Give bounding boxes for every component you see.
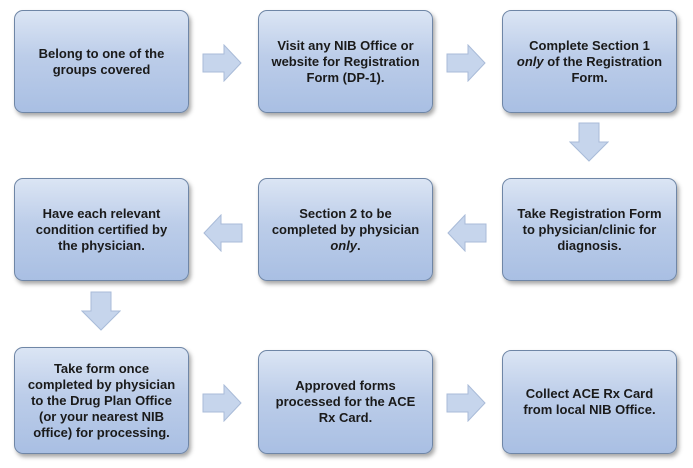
step-4-text: Take Registration Form to physician/clin… [517, 205, 662, 253]
step-8-text: Approved forms processed for the ACE Rx … [275, 378, 416, 425]
step-3-box: Complete Section 1 only of the Registrat… [502, 10, 677, 113]
arrow-left-icon [447, 214, 487, 252]
step-8-box: Approved forms processed for the ACE Rx … [258, 350, 433, 454]
step-2-box: Visit any NIB Office or website for Regi… [258, 10, 433, 113]
arrow-right-icon [446, 384, 486, 422]
arrow-right-icon [202, 44, 242, 82]
step-4-box: Take Registration Form to physician/clin… [502, 178, 677, 281]
arrow-left-icon [203, 214, 243, 252]
step-1-text: Belong to one of the groups covered [38, 45, 165, 77]
arrow-right-icon [446, 44, 486, 82]
arrow-down-icon [81, 291, 121, 331]
step-5-text: Section 2 to be completed by physician o… [271, 205, 420, 253]
step-9-box: Collect ACE Rx Card from local NIB Offic… [502, 350, 677, 454]
step-6-text: Have each relevant condition certified b… [35, 205, 168, 253]
step-2-text: Visit any NIB Office or website for Regi… [271, 37, 420, 85]
arrow-right-icon [202, 384, 242, 422]
step-3-text: Complete Section 1 only of the Registrat… [516, 37, 663, 85]
step-7-box: Take form once completed by physician to… [14, 347, 189, 454]
step-7-text: Take form once completed by physician to… [27, 360, 176, 440]
step-6-box: Have each relevant condition certified b… [14, 178, 189, 281]
arrow-down-icon [569, 122, 609, 162]
step-9-text: Collect ACE Rx Card from local NIB Offic… [523, 386, 656, 417]
step-5-box: Section 2 to be completed by physician o… [258, 178, 433, 281]
step-1-box: Belong to one of the groups covered [14, 10, 189, 113]
